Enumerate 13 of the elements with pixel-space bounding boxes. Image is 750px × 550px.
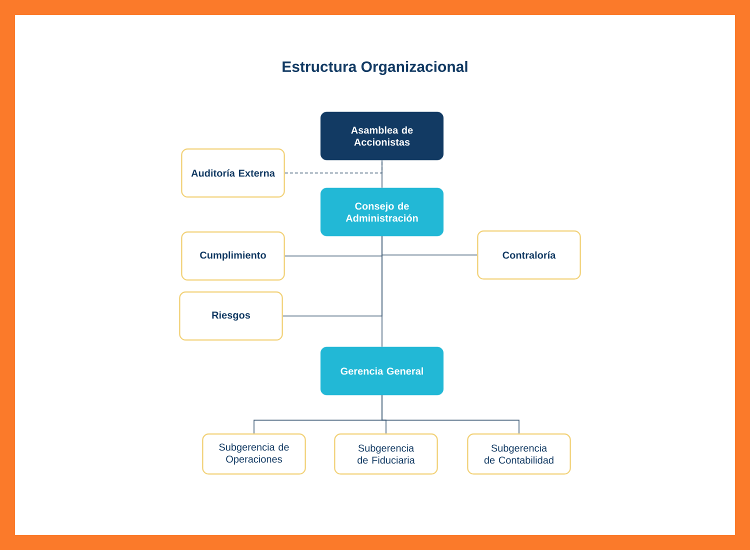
unit-box: Subgerencia de Operaciones <box>202 433 306 475</box>
connector-line <box>284 160 382 174</box>
unit-box: Auditoría Externa <box>181 148 285 198</box>
connector-line <box>382 394 520 434</box>
unit-box: Subgerencia de Fiduciaria <box>334 433 438 475</box>
unit-box: Contraloría <box>477 230 581 280</box>
department-box: Consejo de Administración <box>320 188 444 236</box>
leader-box: Asamblea de Accionistas <box>320 112 444 160</box>
department-box: Gerencia General <box>320 346 444 396</box>
unit-box: Cumplimiento <box>181 231 285 281</box>
title: Estructura Organizacional <box>282 60 468 76</box>
unit-box: Riesgos <box>179 291 283 341</box>
unit-box: Subgerencia de Contabilidad <box>467 433 571 475</box>
